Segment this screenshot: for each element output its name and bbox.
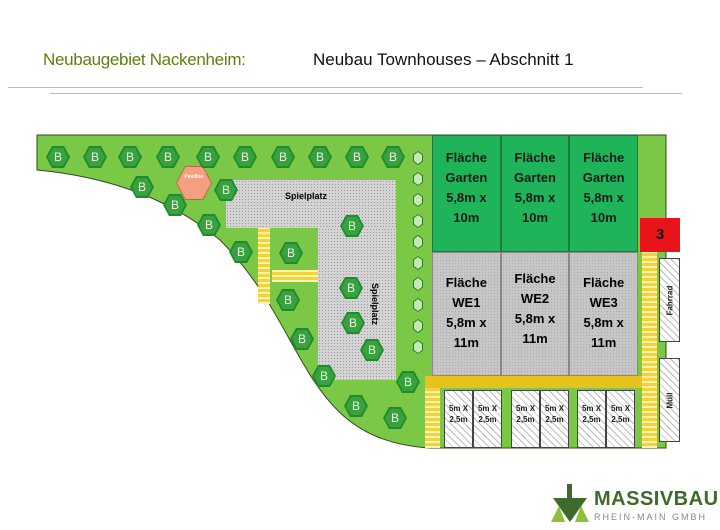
tree-icon: B	[214, 179, 238, 201]
tree-icon: B	[118, 146, 142, 168]
tree-icon: B	[341, 312, 365, 334]
logo-icon	[551, 484, 589, 522]
playground-label: Spielplatz	[285, 191, 328, 201]
tree-icon: B	[396, 371, 420, 393]
project-subtitle: Neubau Townhouses – Abschnitt 1	[313, 50, 574, 69]
tree-icon: B	[383, 407, 407, 429]
playground-area	[318, 228, 396, 380]
tree-icon: B	[340, 215, 364, 237]
tree-icon: B	[233, 146, 257, 168]
tree-icon: B	[156, 146, 180, 168]
logo-name: MASSIVBAU	[594, 488, 719, 510]
tree-icon: B	[83, 146, 107, 168]
path	[425, 376, 657, 388]
tree-icon: B	[229, 241, 253, 263]
tree-icon: B	[308, 146, 332, 168]
divider	[50, 93, 682, 94]
tree-icon: B	[130, 176, 154, 198]
path	[258, 228, 270, 304]
tree-icon: B	[271, 146, 295, 168]
small-tree-icon	[413, 298, 423, 312]
small-tree-icon	[413, 193, 423, 207]
playground-label: Spielplatz	[370, 283, 380, 326]
pavilion: Pavillon	[176, 166, 212, 200]
tree-icon: B	[279, 242, 303, 264]
small-tree-icon	[413, 235, 423, 249]
waste-storage: Müll	[659, 358, 680, 442]
tree-icon: B	[197, 214, 221, 236]
small-tree-icon	[413, 319, 423, 333]
tree-icon: B	[339, 277, 363, 299]
small-tree-icon	[413, 256, 423, 270]
tree-icon: B	[344, 395, 368, 417]
project-title: Neubaugebiet Nackenheim:	[43, 50, 246, 69]
logo-subtitle: RHEIN-MAIN GMBH	[594, 512, 707, 522]
tree-icon: B	[360, 339, 384, 361]
path	[425, 388, 440, 448]
playground-area	[226, 180, 396, 228]
small-tree-icon	[413, 151, 423, 165]
tree-icon: B	[276, 289, 300, 311]
tree-icon: B	[381, 146, 405, 168]
section-marker: 3	[640, 218, 680, 252]
small-tree-icon	[413, 214, 423, 228]
bike-storage: Fahrrad	[659, 258, 680, 342]
tree-icon: B	[345, 146, 369, 168]
small-tree-icon	[413, 172, 423, 186]
tree-icon: B	[163, 194, 187, 216]
small-tree-icon	[413, 277, 423, 291]
divider	[8, 87, 643, 88]
path	[642, 252, 657, 448]
tree-icon: B	[290, 328, 314, 350]
tree-icon: B	[312, 365, 336, 387]
path	[272, 270, 318, 282]
tree-icon: B	[46, 146, 70, 168]
pavilion-label: Pavillon	[177, 167, 211, 199]
tree-icon: B	[196, 146, 220, 168]
small-tree-icon	[413, 340, 423, 354]
